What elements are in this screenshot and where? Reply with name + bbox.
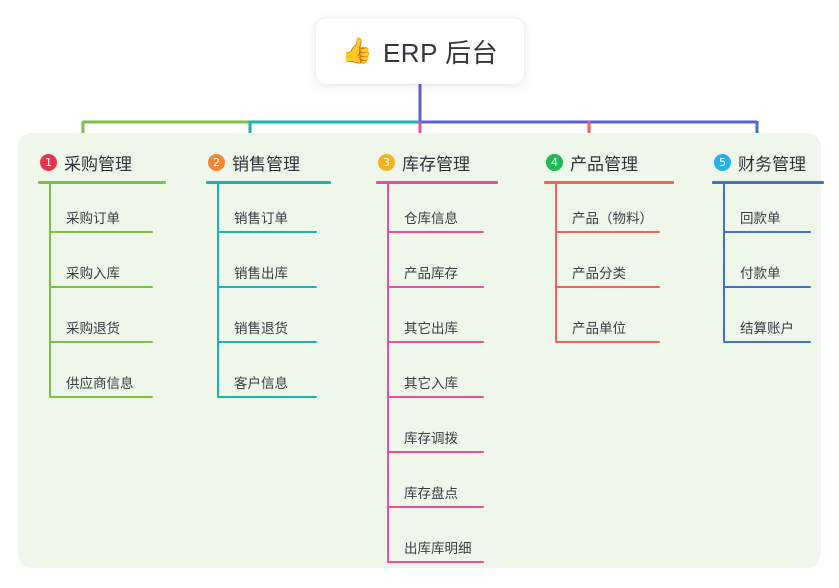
tree-item-rule: [217, 231, 317, 233]
tree-item-rule: [49, 396, 153, 398]
column-spine: [723, 183, 725, 341]
tree-item-rule: [555, 341, 660, 343]
column-title: 财务管理: [738, 154, 806, 174]
tree-item-label: 结算账户: [740, 321, 794, 336]
tree-item-rule: [387, 396, 484, 398]
tree-item[interactable]: 供应商信息: [38, 372, 162, 398]
tree-item-label: 供应商信息: [66, 376, 134, 391]
tree-item[interactable]: 产品（物料）: [544, 207, 669, 233]
tree-item-label: 库存盘点: [404, 486, 458, 501]
tree-item-label: 出库库明细: [404, 541, 472, 556]
tree-item-label: 产品库存: [404, 266, 458, 281]
tree-item[interactable]: 采购订单: [38, 207, 162, 233]
column-header-5[interactable]: 5 财务管理: [712, 147, 806, 177]
tree-item[interactable]: 客户信息: [206, 372, 326, 398]
tree-item-rule: [723, 341, 811, 343]
tree-item[interactable]: 结算账户: [712, 317, 820, 343]
thumbs-up-icon: 👍: [341, 36, 373, 65]
tree-item-rule: [723, 286, 811, 288]
tree-item[interactable]: 其它入库: [376, 372, 493, 398]
column-spine: [49, 183, 51, 396]
tree-item-label: 销售退货: [234, 321, 288, 336]
tree-item[interactable]: 库存调拨: [376, 427, 493, 453]
column-index-badge: 3: [378, 153, 395, 171]
tree-item[interactable]: 产品单位: [544, 317, 669, 343]
tree-item-label: 付款单: [740, 266, 781, 281]
tree-item-label: 库存调拨: [404, 431, 458, 446]
tree-item-rule: [555, 231, 660, 233]
tree-item[interactable]: 其它出库: [376, 317, 493, 343]
column-header-rule: [206, 181, 331, 184]
column-header-rule: [544, 181, 674, 184]
tree-item-label: 客户信息: [234, 376, 288, 391]
column-header-4[interactable]: 4 产品管理: [544, 147, 638, 177]
tree-item-rule: [555, 286, 660, 288]
column-header-rule: [712, 181, 824, 184]
column-header-2[interactable]: 2 销售管理: [206, 147, 300, 177]
tree-item-rule: [217, 286, 317, 288]
column-header-rule: [376, 181, 498, 184]
tree-item[interactable]: 采购入库: [38, 262, 162, 288]
column-index-badge: 5: [714, 153, 731, 171]
tree-item-label: 回款单: [740, 211, 781, 226]
tree-item-label: 采购入库: [66, 266, 120, 281]
tree-item-label: 采购退货: [66, 321, 120, 336]
tree-item-label: 产品分类: [572, 266, 626, 281]
tree-item-rule: [387, 231, 484, 233]
tree-item[interactable]: 销售退货: [206, 317, 326, 343]
tree-item-rule: [387, 561, 484, 563]
column-header-rule: [38, 181, 166, 184]
tree-item[interactable]: 销售订单: [206, 207, 326, 233]
tree-item-label: 仓库信息: [404, 211, 458, 226]
tree-item-rule: [49, 231, 153, 233]
column-spine: [555, 183, 557, 341]
column-header-1[interactable]: 1 采购管理: [38, 147, 132, 177]
tree-item-label: 采购订单: [66, 211, 120, 226]
tree-item-label: 其它入库: [404, 376, 458, 391]
column-index-badge: 1: [40, 153, 57, 171]
tree-item-rule: [387, 506, 484, 508]
tree-item-rule: [387, 286, 484, 288]
column-index-badge: 2: [208, 153, 225, 171]
root-node-title: ERP 后台: [382, 37, 499, 68]
tree-item-label: 产品单位: [572, 321, 626, 336]
tree-item[interactable]: 付款单: [712, 262, 820, 288]
tree-item[interactable]: 库存盘点: [376, 482, 493, 508]
tree-item-rule: [49, 286, 153, 288]
diagram-panel: 1 采购管理采购订单采购入库采购退货供应商信息 2 销售管理销售订单销售出库销售退货客…: [18, 133, 824, 568]
tree-item-rule: [217, 341, 317, 343]
column-title: 销售管理: [232, 154, 300, 174]
tree-item-rule: [49, 341, 153, 343]
tree-item-rule: [387, 451, 484, 453]
tree-item-label: 销售出库: [234, 266, 288, 281]
column-title: 采购管理: [64, 154, 132, 174]
column-index-badge: 4: [546, 153, 563, 171]
tree-item[interactable]: 回款单: [712, 207, 820, 233]
column-header-3[interactable]: 3 库存管理: [376, 147, 470, 177]
tree-item-rule: [723, 231, 811, 233]
column-spine: [387, 183, 389, 561]
tree-item[interactable]: 产品库存: [376, 262, 493, 288]
tree-item-label: 其它出库: [404, 321, 458, 336]
tree-item-label: 产品（物料）: [572, 211, 653, 226]
tree-item-rule: [217, 396, 317, 398]
column-spine: [217, 183, 219, 396]
tree-item-label: 销售订单: [234, 211, 288, 226]
tree-item[interactable]: 出库库明细: [376, 537, 493, 563]
tree-item[interactable]: 采购退货: [38, 317, 162, 343]
tree-item[interactable]: 产品分类: [544, 262, 669, 288]
column-title: 产品管理: [570, 154, 638, 174]
tree-item[interactable]: 仓库信息: [376, 207, 493, 233]
tree-item-rule: [387, 341, 484, 343]
column-title: 库存管理: [402, 154, 470, 174]
root-node-erp-backend[interactable]: 👍 ERP 后台: [316, 18, 524, 84]
tree-item[interactable]: 销售出库: [206, 262, 326, 288]
